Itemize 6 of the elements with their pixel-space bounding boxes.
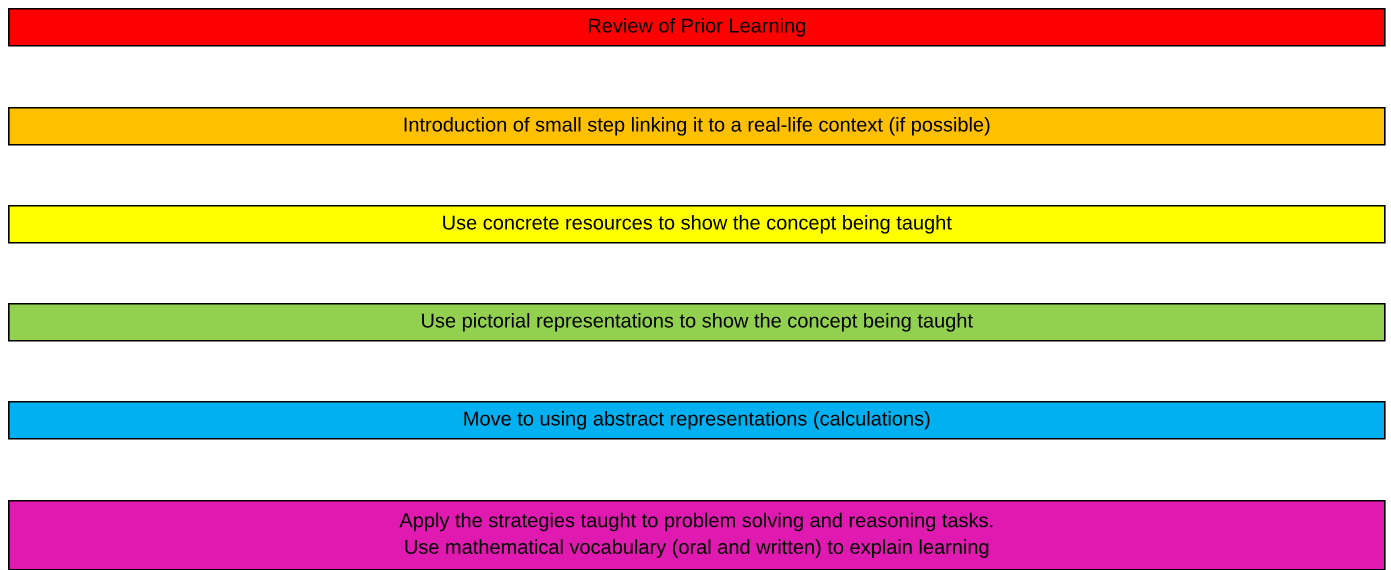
step-band: Apply the strategies taught to problem solving and reasoning tasks. Use mathematical vocabulary (oral and written) to explain learning xyxy=(8,500,1386,570)
step-band: Review of Prior Learning xyxy=(8,8,1386,47)
step-band: Introduction of small step linking it to a real-life context (if possible) xyxy=(8,107,1386,146)
step-band: Use concrete resources to show the concept being taught xyxy=(8,205,1386,244)
step-band: Move to using abstract representations (calculations) xyxy=(8,401,1386,440)
step-band: Use pictorial representations to show the concept being taught xyxy=(8,303,1386,342)
